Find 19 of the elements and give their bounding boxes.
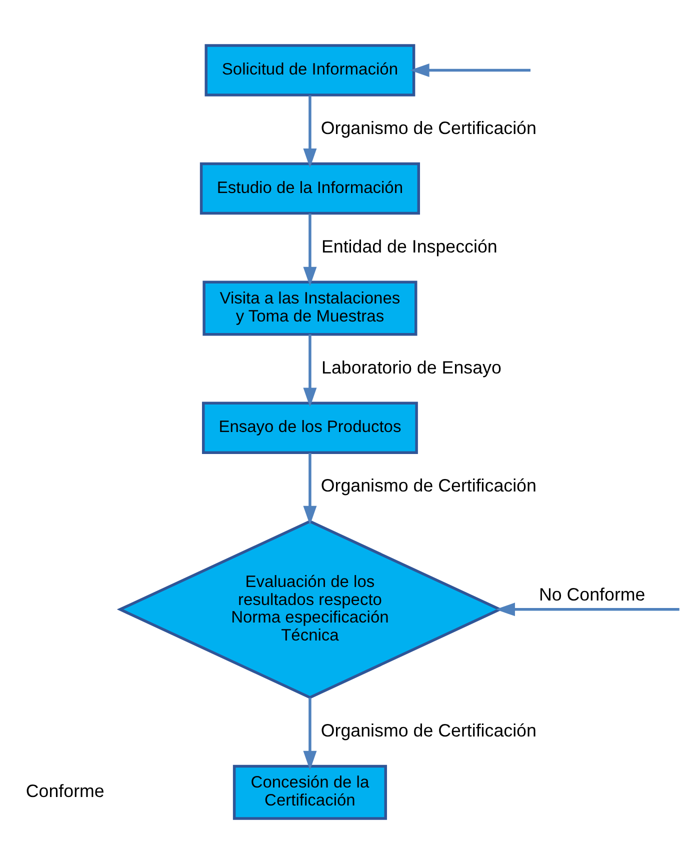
arrow [303,452,317,525]
arrow [303,95,317,168]
edge-label: Organismo de Certificación [320,475,536,496]
node-box: Solicitud de Información [204,44,416,96]
arrow [496,602,680,616]
edge-label: Organismo de Certificación [320,118,536,138]
node-box: Visita a las Instalaciones y Toma de Muestras [202,280,418,336]
arrow [303,697,317,770]
edge-label: Organismo de Certificación [320,720,536,740]
node-box: Estudio de la Información [200,162,420,214]
arrow [410,63,530,77]
arrow [303,213,317,286]
label: Conforme [26,780,104,801]
node-box: Concesión de la Certificación [232,764,387,820]
arrow [303,334,317,407]
node-box: Ensayo de los Productos [202,401,418,454]
edge-label: No Conforme [538,584,646,604]
edge-label: Laboratorio de Ensayo [322,356,502,377]
edge-label: Entidad de Inspección [321,236,498,256]
